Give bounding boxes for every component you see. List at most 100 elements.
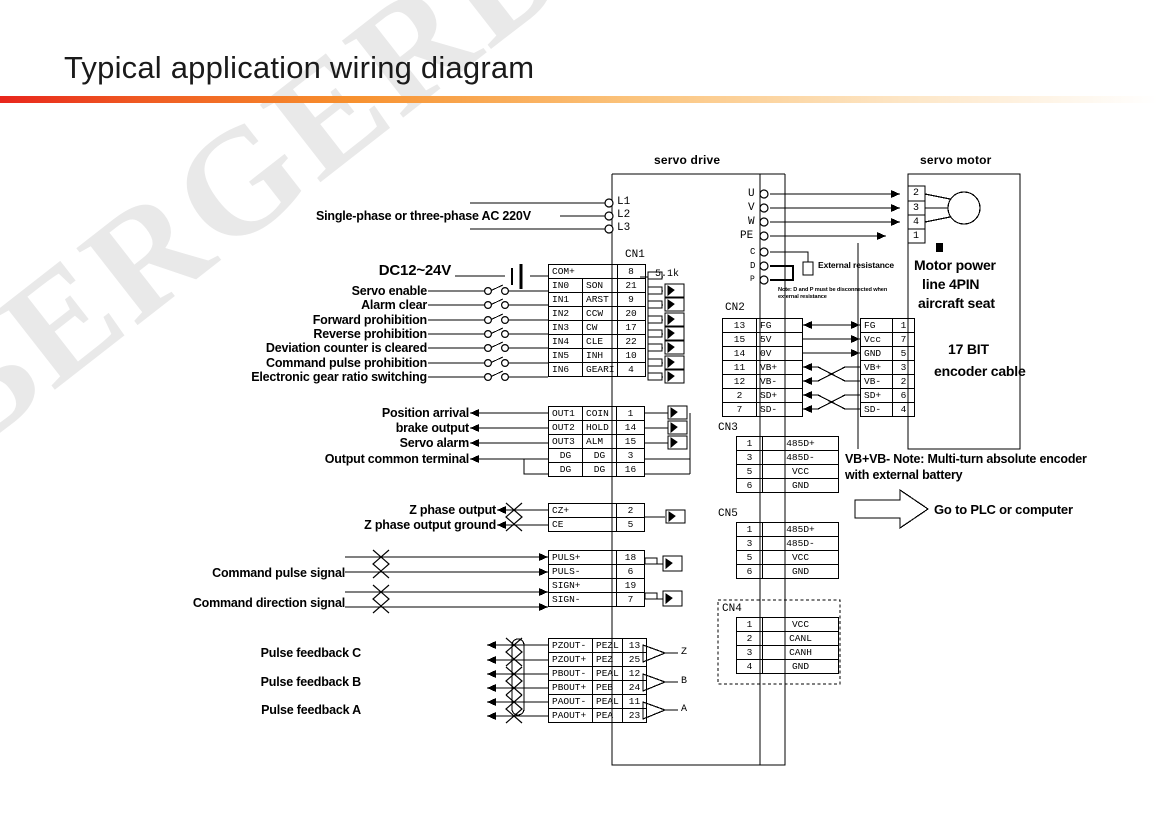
- table-row: PULS+18: [548, 550, 645, 565]
- cn2-d-signal-6: SD-: [756, 402, 803, 417]
- motor-pin-2: 2: [913, 188, 920, 199]
- cn2-d-pin-3: 11: [722, 360, 757, 375]
- cn1-out-signal-3: DG: [582, 448, 617, 463]
- pf-pin-0: 13: [622, 638, 647, 653]
- cn3-pin-2: 5: [736, 464, 763, 479]
- cn5-signal-1: 485D-: [762, 536, 839, 551]
- cn2-d-signal-2: 0V: [756, 346, 803, 361]
- terminal-pe: PE: [740, 230, 754, 242]
- cn5-pin-1: 3: [736, 536, 763, 551]
- cn1-out-pin-2: 15: [616, 434, 645, 449]
- pf-signal-0: PEZL: [592, 638, 623, 653]
- servo-drive-title: servo drive: [654, 153, 721, 167]
- cn1-in-terminal-7: IN6: [548, 362, 583, 377]
- table-row: SIGN+19: [548, 578, 645, 593]
- cn1-out-terminal-2: OUT3: [548, 434, 583, 449]
- cn4-signal-3: GND: [762, 659, 839, 674]
- pc-terminal-3: SIGN-: [548, 592, 617, 607]
- pf-terminal-2: PBOUT-: [548, 666, 593, 681]
- cn2-d-signal-3: VB+: [756, 360, 803, 375]
- z-terminal-1: CE: [548, 517, 617, 532]
- cn4-label: CN4: [722, 603, 742, 615]
- cn2-m-pin-4: 2: [892, 374, 915, 389]
- motor-pin-4: 4: [913, 217, 920, 228]
- cn5-pin-0: 1: [736, 522, 763, 537]
- cn1-in-pin-4: 17: [616, 320, 646, 335]
- cn1-out-signal-4: DG: [582, 462, 617, 477]
- encoder-caption-1: 17 BIT: [948, 341, 989, 357]
- cn2-m-pin-1: 7: [892, 332, 915, 347]
- input-label-electronic-gear-ratio-switching: Electronic gear ratio switching: [251, 370, 427, 384]
- cn2-m-pin-3: 3: [892, 360, 915, 375]
- pf-signal-5: PEA: [592, 708, 623, 723]
- pulse-command-table: PULS+18 PULS-6 SIGN+19 SIGN-7: [548, 550, 645, 607]
- cn1-in-signal-2: ARST: [582, 292, 618, 307]
- cn2-d-pin-1: 15: [722, 332, 757, 347]
- cn2-m-pin-5: 6: [892, 388, 915, 403]
- external-resistance-label: External resistance: [818, 260, 895, 270]
- cn1-in-terminal-6: IN5: [548, 348, 583, 363]
- cn2-d-pin-4: 12: [722, 374, 757, 389]
- input-label-alarm-clear: Alarm clear: [361, 298, 427, 312]
- cn3-pin-1: 3: [736, 450, 763, 465]
- cn1-in-terminal-0: COM+: [548, 264, 618, 279]
- cn4-pin-1: 2: [736, 631, 763, 646]
- cn1-out-signal-1: HOLD: [582, 420, 617, 435]
- input-label-reverse-prohibition: Reverse prohibition: [313, 327, 427, 341]
- output-label-brake-output: brake output: [395, 421, 469, 435]
- channel-b-label: B: [681, 676, 688, 687]
- cn2-d-signal-5: SD+: [756, 388, 803, 403]
- motor-power-caption-2: line 4PIN: [922, 276, 980, 292]
- cn1-in-pin-0: 8: [616, 264, 646, 279]
- cn1-out-pin-4: 16: [616, 462, 645, 477]
- command-direction-signal-label: Command direction signal: [192, 596, 345, 610]
- motor-power-caption-1: Motor power: [914, 257, 996, 273]
- cn2-d-pin-6: 7: [722, 402, 757, 417]
- cn2-d-signal-1: 5V: [756, 332, 803, 347]
- cn2-m-signal-2: GND: [860, 346, 893, 361]
- cn1-in-pin-6: 10: [616, 348, 646, 363]
- cn1-in-pin-7: 4: [616, 362, 646, 377]
- z-phase-ground-label: Z phase output ground: [364, 518, 496, 532]
- output-label-position-arrival: Position arrival: [381, 406, 469, 420]
- pf-terminal-3: PBOUT+: [548, 680, 593, 695]
- cn1-out-terminal-3: DG: [548, 448, 583, 463]
- cn1-in-terminal-3: IN2: [548, 306, 583, 321]
- pc-pin-0: 18: [616, 550, 645, 565]
- pc-terminal-0: PULS+: [548, 550, 617, 565]
- cn3-label: CN3: [718, 422, 738, 434]
- input-label-deviation-counter-cleared: Deviation counter is cleared: [265, 341, 427, 355]
- cn1-in-signal-7: GEARI: [582, 362, 618, 377]
- table-row: SD+6: [860, 388, 915, 403]
- cn3-pin-0: 1: [736, 436, 763, 451]
- terminal-d: D: [750, 261, 756, 271]
- cn3-signal-1: 485D-: [762, 450, 839, 465]
- cn1-in-pin-5: 22: [616, 334, 646, 349]
- ac-source-label: Single-phase or three-phase AC 220V: [316, 209, 531, 223]
- resistor-value-label: 5.1k: [655, 269, 680, 280]
